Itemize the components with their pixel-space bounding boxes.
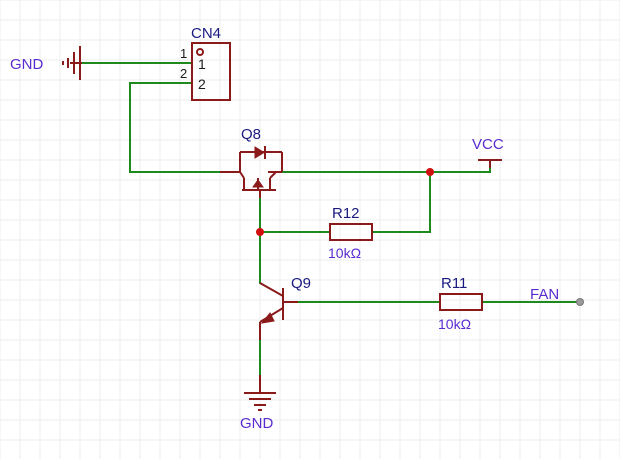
junction-q8-q9	[256, 228, 264, 236]
net-label-gnd-bottom: GND	[240, 415, 274, 432]
cn4-pin1-number: 1	[180, 46, 187, 61]
fan-net-port[interactable]	[576, 298, 584, 306]
cn4-ref-label: CN4	[191, 25, 221, 42]
gnd-symbol-left	[62, 46, 82, 80]
vcc-symbol	[478, 159, 502, 168]
mosfet-q8[interactable]	[220, 146, 283, 198]
wire-r12-to-vcc-node[interactable]	[371, 171, 431, 233]
r11-ref-label: R11	[441, 275, 467, 292]
cn4-pin1-label: 1	[198, 56, 206, 72]
wire-cn4-pin2-to-q8[interactable]	[129, 82, 221, 173]
net-label-fan: FAN	[530, 286, 559, 303]
q8-body-diode	[254, 146, 265, 159]
cn4-body	[191, 42, 231, 101]
q9-ref-label: Q9	[291, 275, 311, 292]
q9-emitter-arrow	[260, 312, 275, 324]
net-label-gnd-left: GND	[10, 56, 44, 73]
resistor-r12[interactable]	[329, 223, 373, 241]
transistor-q9[interactable]	[259, 282, 298, 340]
wires	[81, 62, 581, 376]
cn4-pin1-marker	[196, 48, 204, 56]
junction-vcc	[426, 168, 434, 176]
resistor-r11[interactable]	[439, 293, 483, 311]
cn4-pin2-label: 2	[198, 76, 206, 92]
connector-cn4[interactable]	[191, 42, 231, 101]
r11-value-label: 10kΩ	[438, 316, 471, 332]
q8-arrow	[252, 179, 264, 188]
q8-ref-label: Q8	[241, 126, 261, 143]
r12-ref-label: R12	[332, 205, 360, 222]
net-label-vcc: VCC	[472, 136, 504, 153]
r12-value-label: 10kΩ	[328, 245, 361, 261]
cn4-pin2-number: 2	[180, 66, 187, 81]
gnd-symbol-bottom	[244, 375, 276, 411]
